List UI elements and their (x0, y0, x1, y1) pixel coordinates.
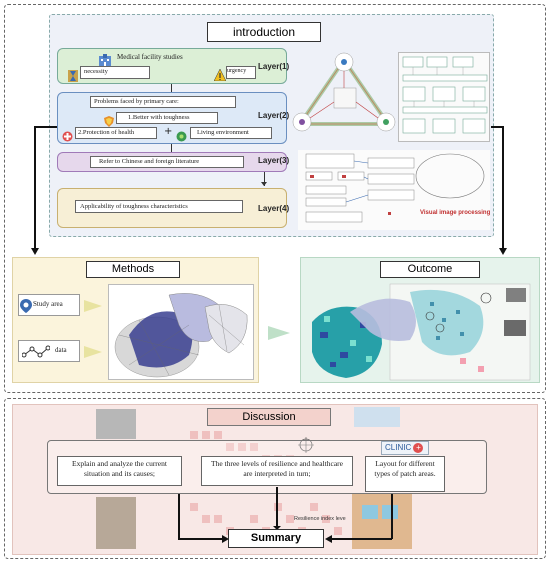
layer-2-tag: Layer(2) (258, 111, 290, 120)
layer-2-heading-box (90, 96, 236, 108)
layer-3-heading-box (90, 156, 244, 168)
outcome-title-text: Outcome (407, 263, 453, 275)
layer-4-heading: Applicability of toughness characteristi… (80, 203, 188, 210)
summary-arrow-middle (276, 487, 278, 529)
triangle-diagram (292, 50, 397, 142)
layer-4-heading-box (75, 200, 243, 213)
methods-to-outcome-arrow (268, 326, 290, 340)
layer-1-tag: Layer(1) (258, 62, 290, 71)
discussion-box-3: Layout for different types of patch area… (365, 456, 445, 492)
shield-icon (104, 112, 114, 127)
toughness-box (116, 112, 218, 124)
summary-arrow-left-head (222, 535, 229, 543)
outcome-maps (310, 282, 536, 382)
methods-title-text: Methods (111, 263, 155, 275)
introduction-title: introduction (207, 22, 321, 42)
layer-connector-3 (264, 172, 265, 186)
methods-arrow-2 (84, 346, 102, 358)
study-area-item (18, 294, 80, 316)
urgency-box (226, 66, 256, 79)
discussion-title: Discussion (207, 408, 331, 426)
discussion-box-1-text: Explain and analyze the current situatio… (72, 459, 167, 478)
summary-arrow-left-horizontal (178, 538, 224, 540)
top-section-frame (4, 4, 546, 393)
summary-arrow-left-vertical (178, 494, 180, 539)
discussion-box-2-text: The three levels of resilience and healt… (210, 459, 343, 478)
discussion-title-text: Discussion (242, 411, 296, 423)
outcome-title: Outcome (380, 261, 480, 278)
environment-box (190, 127, 272, 139)
visual-image-processing-caption: Visual image processing (420, 210, 491, 216)
health-label: 2.Protection of health (78, 129, 135, 136)
warning-icon (213, 66, 227, 82)
discussion-background-map (90, 405, 490, 555)
layer-4-tag: Layer(4) (258, 204, 290, 213)
arrow-to-methods-vertical (34, 126, 36, 250)
discussion-box-3-text: Layout for different types of patch area… (374, 459, 436, 478)
image-processing-diagram (298, 150, 490, 230)
location-pin-icon (20, 298, 32, 313)
layer-connector-1 (171, 84, 172, 92)
clinic-plus-icon: + (413, 442, 424, 453)
bottom-section-frame (4, 398, 546, 559)
mechanism-flowchart (398, 52, 490, 142)
environment-label: Living environment (197, 129, 249, 136)
data-item (18, 340, 80, 362)
layer-1-heading: Medical facility studies (117, 53, 183, 61)
clinic-label: CLINIC (385, 443, 412, 452)
layer-connector-3-head (261, 182, 267, 186)
data-network-icon (21, 344, 51, 358)
plus-sign: + (164, 126, 173, 137)
methods-title: Methods (86, 261, 180, 278)
summary-arrow-right-vertical (391, 494, 393, 539)
necessity-box (80, 66, 150, 79)
resilience-index-label: Resilience index leve (294, 516, 346, 522)
layer-2-heading: Problems faced by primary care: (94, 98, 179, 105)
environment-icon (176, 127, 187, 142)
study-area-maps (108, 284, 254, 380)
discussion-box-2: The three levels of resilience and healt… (201, 456, 353, 486)
methods-arrow-1 (84, 300, 102, 312)
arrow-to-methods-head (31, 248, 39, 255)
clinic-sign: CLINIC + (381, 441, 429, 455)
arrow-to-outcome-horizontal (491, 126, 503, 128)
health-box (75, 127, 157, 139)
study-area-label: Study area (33, 300, 63, 308)
summary-box: Summary (228, 529, 324, 548)
health-icon (62, 127, 73, 142)
discussion-box-1: Explain and analyze the current situatio… (57, 456, 182, 486)
arrow-to-outcome-vertical (502, 126, 504, 250)
summary-arrow-middle-head (273, 526, 281, 530)
urgency-label: urgency (227, 68, 247, 74)
necessity-label: necessity (84, 68, 108, 75)
layer-connector-2 (171, 144, 172, 152)
summary-arrow-right-horizontal (330, 538, 392, 540)
layer-3-heading: Refer to Chinese and foreign literature (99, 158, 200, 165)
data-label: data (55, 346, 67, 354)
hourglass-icon (68, 67, 78, 82)
layer-3-tag: Layer(3) (258, 156, 290, 165)
hospital-icon (98, 51, 112, 66)
arrow-to-methods-horizontal (34, 126, 57, 128)
introduction-title-text: introduction (232, 25, 296, 39)
summary-arrow-right-head (325, 535, 332, 543)
arrow-to-outcome-head (499, 248, 507, 255)
toughness-label: 1.Better with toughness (128, 114, 190, 121)
summary-label: Summary (250, 532, 302, 544)
